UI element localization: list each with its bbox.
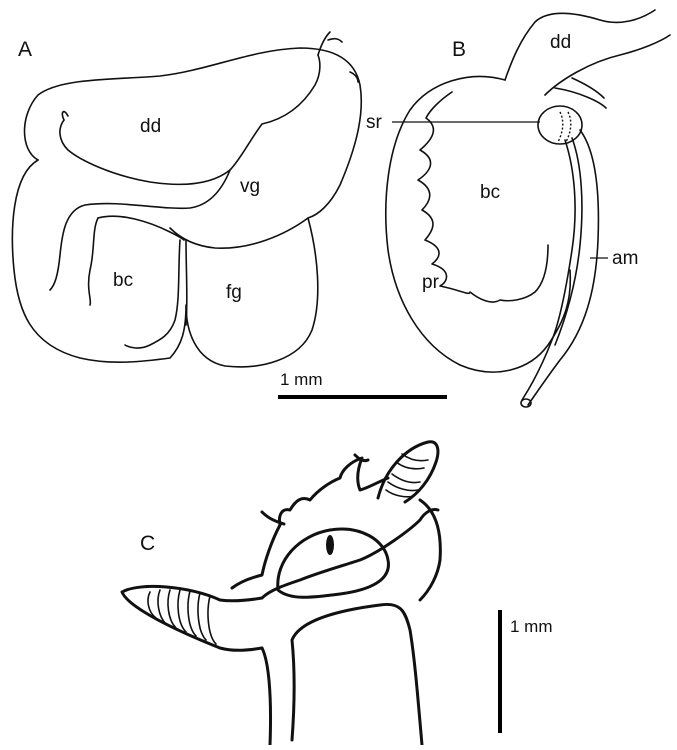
panel-a-letter: A (18, 38, 32, 61)
panel-a-label-dd: dd (140, 116, 161, 137)
panel-c-spiky-edge (232, 458, 388, 588)
scale-bar-ab-label: 1 mm (280, 370, 323, 389)
panel-a-label-vg: vg (240, 176, 260, 197)
panel-a-duct-right (186, 240, 187, 325)
panel-c-pore (326, 535, 334, 555)
panel-c-right-cone (378, 442, 440, 600)
panel-b-am-duct-core (555, 138, 582, 345)
panel-b-dd-fold (555, 78, 606, 108)
panel-b-bursa-outline (386, 77, 571, 373)
panel-a-label-bc: bc (113, 270, 133, 291)
panel-c-body-outline (262, 509, 438, 745)
panel-a-vg-boundary (50, 170, 230, 290)
scale-bar-c-label: 1 mm (510, 617, 553, 636)
scale-bar-c: 1 mm (500, 610, 553, 733)
panel-b-sr (538, 106, 582, 144)
panel-b-sr-dots-2 (558, 112, 563, 142)
panel-b-am-duct-outer (528, 130, 598, 405)
panel-b: B dd sr bc pr am (366, 10, 670, 407)
panel-b-label-am: am (612, 248, 638, 269)
panel-c-letter: C (140, 532, 155, 555)
panel-b-sr-dots (566, 112, 571, 142)
panel-b-letter: B (452, 38, 466, 61)
panel-c-left-cone (122, 586, 262, 650)
scale-bar-ab: 1 mm (278, 370, 447, 397)
panel-b-label-bc: bc (480, 182, 500, 203)
panel-a-tendril (318, 32, 358, 82)
panel-b-label-sr: sr (366, 112, 383, 133)
panel-b-label-dd: dd (550, 32, 571, 53)
panel-c-left-rings (148, 590, 216, 644)
panel-c: C (122, 442, 440, 745)
panel-c-right-rings (386, 454, 428, 497)
panel-a-duct-left (125, 240, 180, 348)
panel-a-dd-lobe (25, 48, 362, 248)
panel-a-dd-notch (62, 112, 68, 120)
panel-b-am-duct-inner (522, 140, 575, 400)
panel-a-label-fg: fg (226, 282, 242, 303)
panel-a: A dd vg bc fg (12, 32, 361, 367)
panel-b-label-pr: pr (422, 272, 440, 293)
panel-a-bc-inner (89, 218, 98, 305)
panel-a-dd-fold (60, 55, 320, 184)
